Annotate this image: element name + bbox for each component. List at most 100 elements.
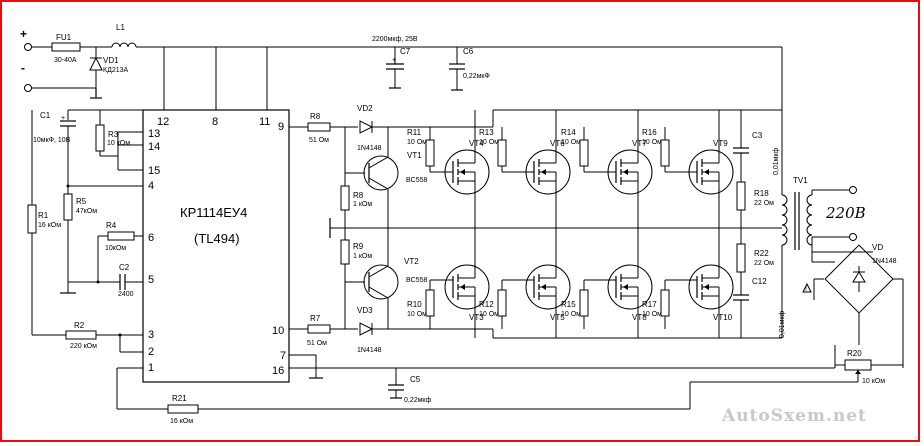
output-stage: C3 0,01мкф R18 22 Ом R22 22 Ом C12 0,01м… <box>689 47 904 409</box>
pin-9: 9 <box>278 121 284 133</box>
mosfet-body-top-4 <box>688 149 734 195</box>
gate-resistor-value-top-3: 10 Ом <box>561 139 581 146</box>
gate-resistor-label-top-3: R14 <box>561 128 576 137</box>
r3-value: 10 кОм <box>107 140 130 147</box>
c3-value: 0,01мкф <box>773 148 780 175</box>
r8b-value: 1 кОм <box>353 201 372 208</box>
pin-10: 10 <box>272 325 284 337</box>
c6-label: C6 <box>463 47 474 56</box>
c5-value: 0,22мкф <box>404 397 431 404</box>
r21-label: R21 <box>172 394 187 403</box>
bulk-capacitors: + 2200мкф, 25В C7 C6 0,22мкФ <box>372 36 490 91</box>
vd-label: VD <box>872 243 883 252</box>
resistor-r7 <box>307 324 331 334</box>
r22-value: 22 Ом <box>754 260 774 267</box>
r4-label: R4 <box>106 221 117 230</box>
vt2-value: BC558 <box>406 277 428 284</box>
driver-stage: R8 51 Ом VD2 1N4148 VT1 BC558 R8 1 кОм R… <box>289 104 835 404</box>
gate-resistor-bot-2 <box>497 289 507 317</box>
gate-resistor-label-top-4: R16 <box>642 128 657 137</box>
vt1-value: BC558 <box>406 177 428 184</box>
minus-sign: - <box>21 61 25 75</box>
pin-4: 4 <box>148 180 154 192</box>
vd2-value: 1N4148 <box>357 145 382 152</box>
pin-7: 7 <box>280 350 286 362</box>
power-input: + - FU1 30-40A L1 VD1 КД213А <box>20 23 782 99</box>
resistor-r4 <box>107 231 135 241</box>
c12-label: C12 <box>752 277 767 286</box>
r8-label: R8 <box>310 112 321 121</box>
pin-16: 16 <box>272 365 284 377</box>
resistor-r3 <box>95 124 105 152</box>
gate-resistor-label-top-2: R13 <box>479 128 494 137</box>
pin-6: 6 <box>148 232 154 244</box>
gate-resistor-label-top-1: R11 <box>407 128 422 137</box>
minus-terminal <box>24 84 32 92</box>
vd2-label: VD2 <box>357 104 373 113</box>
gate-resistor-top-3 <box>579 139 589 167</box>
resistor-r1 <box>27 204 37 234</box>
c7-label: C7 <box>400 47 411 56</box>
vd-value: 1N4148 <box>872 258 897 265</box>
fuse-fu1 <box>51 42 81 52</box>
potentiometer-r20 <box>844 359 872 371</box>
mosfet-bot-2 <box>497 228 571 338</box>
ic-tl494: КР1114ЕУ4 (TL494) 12 8 11 9 13 14 15 4 6… <box>142 47 290 383</box>
output-voltage: 220В <box>825 204 866 222</box>
r18-label: R18 <box>754 189 769 198</box>
mosfet-body-bot-3 <box>607 264 653 310</box>
r21-value: 16 кОм <box>170 418 193 425</box>
vd3-value: 1N4148 <box>357 347 382 354</box>
pin-1: 1 <box>148 362 154 374</box>
mosfet-body-top-1 <box>444 149 490 195</box>
svg-text:+: + <box>61 115 65 122</box>
mosfet-body-top-3 <box>607 149 653 195</box>
c2-value: 2400 <box>118 291 134 298</box>
pin-13: 13 <box>148 128 160 140</box>
gate-resistor-bot-1 <box>425 289 435 317</box>
resistor-r18 <box>736 181 746 211</box>
c1-value: 10мкФ, 10В <box>33 137 71 144</box>
mosfet-bot-3 <box>579 228 653 338</box>
transistor-vt1 <box>363 155 399 191</box>
left-network: + C1 10мкФ, 10В R3 10 кОм R5 47кОм R4 10… <box>27 109 690 425</box>
output-terminal-1 <box>849 186 857 194</box>
vt2-label: VT2 <box>404 257 419 266</box>
resistor-r2 <box>65 330 97 340</box>
gate-resistor-label-bot-3: R15 <box>561 300 576 309</box>
transistor-vt2 <box>363 264 399 300</box>
c7-value: 2200мкф, 25В <box>372 36 418 43</box>
gate-resistor-top-2 <box>497 139 507 167</box>
pin-12: 12 <box>157 116 169 128</box>
mosfet-label-bot-2: VT5 <box>550 313 565 322</box>
diode-bridge-vd <box>824 244 894 314</box>
resistor-r8-gate <box>307 122 331 132</box>
r5-value: 47кОм <box>76 208 97 215</box>
gate-resistor-value-top-1: 10 Ом <box>407 139 427 146</box>
r4-value: 10кОм <box>105 245 126 252</box>
r3-label: R3 <box>108 130 119 139</box>
plus-terminal <box>24 43 32 51</box>
gate-resistor-label-bot-4: R17 <box>642 300 657 309</box>
ic-alt-name: (TL494) <box>194 231 240 246</box>
warning-icon <box>802 282 812 293</box>
mosfet-body-bot-4 <box>688 264 734 310</box>
pin-14: 14 <box>148 141 160 153</box>
mosfet-label-top-2: VT6 <box>550 139 565 148</box>
gate-resistor-top-4 <box>660 139 670 167</box>
diode-vd3 <box>359 322 374 336</box>
mosfet-body-bot-2 <box>525 264 571 310</box>
mosfet-body-top-2 <box>525 149 571 195</box>
pin-8: 8 <box>212 116 218 128</box>
diode-vd1 <box>89 56 103 71</box>
mosfet-bot-1 <box>425 228 490 338</box>
gate-resistor-label-bot-2: R12 <box>479 300 494 309</box>
resistor-r8-base <box>340 185 350 211</box>
resistor-r5 <box>63 193 73 221</box>
mosfet-label-top-3: VT7 <box>632 139 647 148</box>
mosfet-bot-4 <box>660 228 734 338</box>
mosfet-body-bot-1 <box>444 264 490 310</box>
inductor-l1 <box>111 42 137 48</box>
gate-resistor-bot-3 <box>579 289 589 317</box>
c2-label: C2 <box>119 263 130 272</box>
